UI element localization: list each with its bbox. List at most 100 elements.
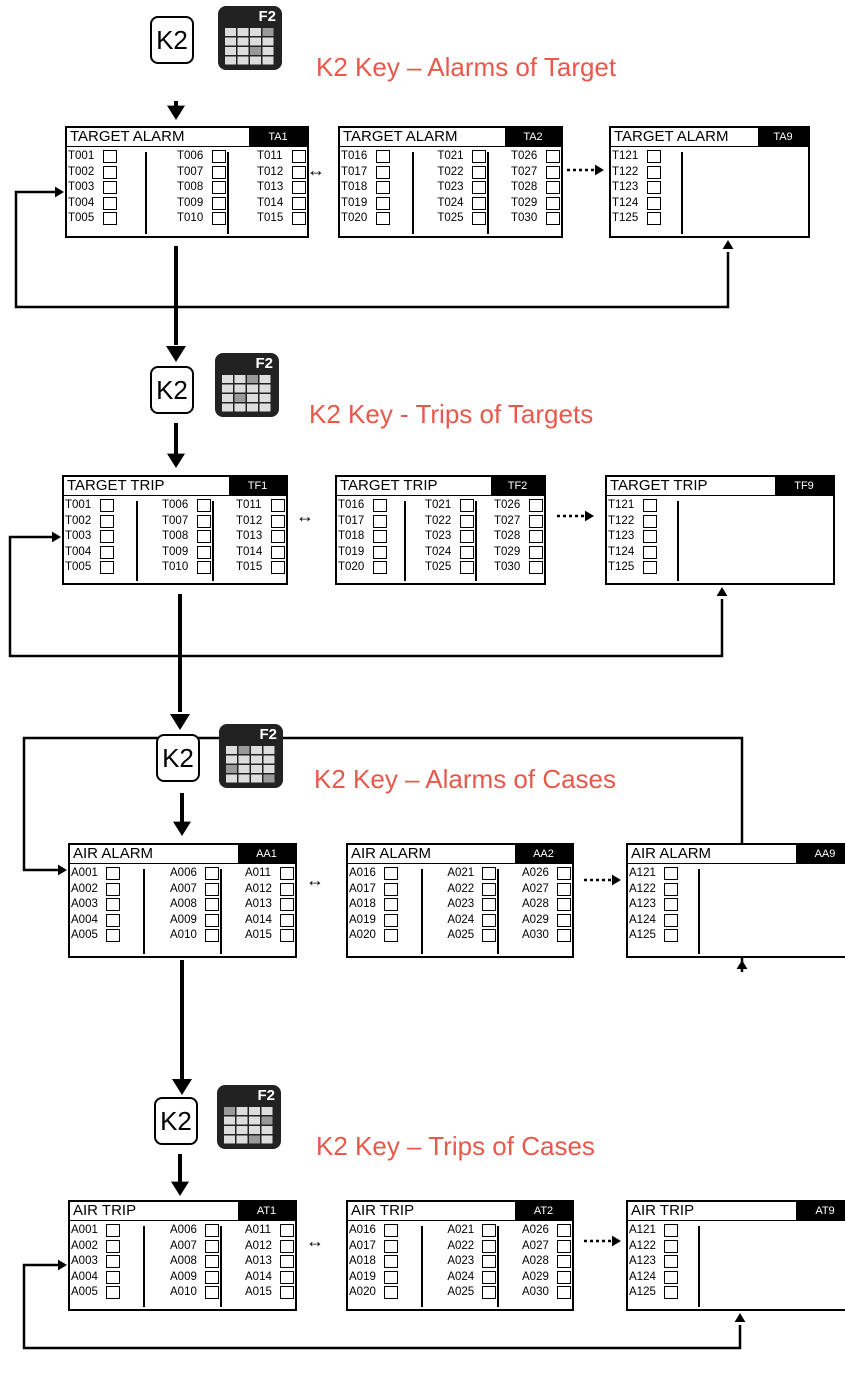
- point-label: T008: [162, 530, 189, 542]
- loop-arrowhead: [52, 531, 61, 543]
- status-box: [384, 1239, 398, 1253]
- status-box: [546, 150, 560, 163]
- status-box: [664, 898, 678, 911]
- status-box: [384, 913, 398, 927]
- status-box: [529, 561, 543, 574]
- calendar-cell: [249, 1107, 260, 1115]
- calendar-cell: [259, 375, 271, 383]
- f2-label: F2: [258, 8, 276, 25]
- point-label: A001: [71, 1224, 98, 1236]
- status-box: [100, 561, 114, 574]
- k2-key[interactable]: K2: [156, 734, 200, 782]
- status-box: [376, 165, 390, 179]
- status-box: [472, 212, 487, 225]
- point-label: T123: [612, 181, 639, 193]
- page-badge: TF9: [775, 477, 833, 495]
- calendar-cell: [263, 765, 275, 773]
- point-label: A026: [522, 867, 549, 879]
- status-box: [205, 898, 219, 911]
- point-label: A023: [447, 1255, 475, 1267]
- point-label: A025: [447, 1286, 475, 1298]
- column-divider: [698, 1226, 700, 1307]
- status-box: [212, 165, 226, 179]
- point-label: A029: [522, 1270, 549, 1283]
- point-label: T017: [338, 514, 365, 527]
- down-arrowhead: [167, 105, 185, 120]
- status-box: [280, 1286, 294, 1299]
- loop-up-arrowhead: [722, 240, 734, 249]
- calendar-cell: [222, 375, 233, 383]
- status-box: [106, 1286, 120, 1299]
- section-label: K2 Key - Trips of Targets: [309, 399, 594, 429]
- point-label: A121: [629, 1224, 656, 1236]
- status-box: [557, 1239, 571, 1253]
- f2-calendar-icon: F2: [219, 724, 283, 788]
- calendar-cell: [238, 774, 250, 783]
- screen-header: AIR ALARM AA9: [628, 845, 845, 864]
- k2-key[interactable]: K2: [150, 16, 194, 64]
- point-label: A005: [71, 929, 98, 941]
- point-label: T001: [65, 499, 92, 511]
- point-label: T025: [425, 561, 452, 573]
- calendar-cell: [249, 1116, 260, 1125]
- status-box: [103, 150, 117, 163]
- point-label: A026: [522, 1224, 549, 1236]
- point-label: A123: [629, 898, 656, 910]
- point-label: T125: [612, 212, 639, 224]
- point-label: A003: [71, 898, 98, 910]
- section-label: K2 Key – Trips of Cases: [316, 1131, 595, 1161]
- status-box: [482, 1224, 497, 1237]
- point-label: A009: [170, 1270, 197, 1283]
- calendar-cell: [262, 37, 274, 46]
- point-label: A027: [522, 882, 549, 895]
- point-label: T010: [162, 561, 189, 573]
- down-arrowhead: [172, 1079, 192, 1095]
- status-box: [664, 1224, 678, 1237]
- status-box: [664, 913, 678, 927]
- status-box: [384, 882, 398, 896]
- point-label: T016: [338, 499, 365, 511]
- status-box: [205, 929, 219, 942]
- k2-key[interactable]: K2: [154, 1097, 198, 1145]
- page-badge: TF2: [491, 477, 544, 495]
- point-label: T122: [612, 165, 639, 178]
- column-divider: [220, 1226, 222, 1307]
- status-box: [546, 212, 560, 225]
- status-box: [212, 196, 226, 210]
- return-loop-line: [14, 190, 730, 309]
- status-box: [376, 196, 390, 210]
- page-badge: AA9: [796, 845, 845, 863]
- status-box: [546, 181, 560, 194]
- page-badge: AT1: [238, 1202, 295, 1220]
- column-divider: [404, 501, 406, 581]
- status-box: [271, 530, 285, 543]
- status-box: [546, 165, 560, 179]
- column-divider: [475, 501, 477, 581]
- status-box: [373, 545, 387, 559]
- status-box: [292, 181, 306, 194]
- point-label: A027: [522, 1239, 549, 1252]
- status-box: [106, 1255, 120, 1268]
- column-divider: [136, 501, 138, 581]
- calendar-cell: [225, 28, 236, 36]
- column-divider: [411, 152, 414, 234]
- calendar-cell: [251, 765, 262, 773]
- status-box: [384, 1286, 398, 1299]
- status-box: [280, 1270, 294, 1284]
- status-box: [664, 1270, 678, 1284]
- point-label: T012: [236, 514, 263, 527]
- point-label: A006: [170, 1224, 197, 1236]
- k2-key[interactable]: K2: [150, 366, 194, 414]
- screen-title: AIR ALARM: [631, 845, 712, 862]
- status-box: [529, 545, 543, 559]
- calendar-cell: [237, 37, 249, 46]
- status-box: [292, 212, 306, 225]
